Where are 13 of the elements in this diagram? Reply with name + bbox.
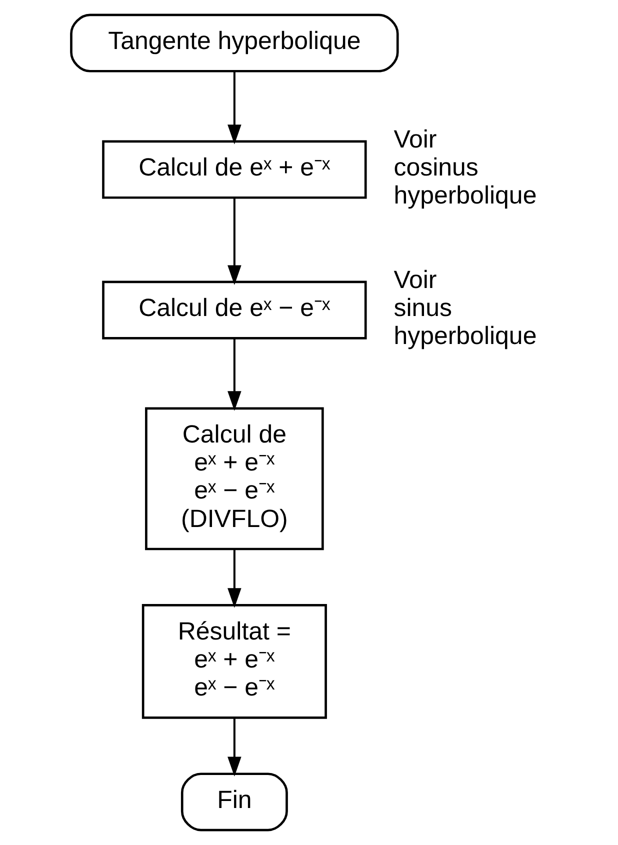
node-label: Voir cosinus hyperbolique — [394, 125, 537, 210]
arrow — [228, 198, 242, 285]
arrow — [228, 71, 242, 144]
node-box: Résultat = eˣ + e⁻ˣ eˣ − e⁻ˣ — [142, 604, 327, 719]
arrow — [228, 338, 242, 411]
node-box: Fin — [180, 772, 288, 832]
node-label: Voir sinus hyperbolique — [394, 266, 537, 350]
node-box: Tangente hyperbolique — [70, 14, 399, 72]
arrow — [228, 718, 242, 776]
node-box: Calcul de eˣ − e⁻ˣ — [102, 280, 367, 340]
node-box: Calcul de eˣ + e⁻ˣ eˣ − e⁻ˣ (DIVFLO) — [145, 407, 324, 550]
arrow — [228, 549, 242, 608]
node-box: Calcul de eˣ + e⁻ˣ — [102, 140, 367, 199]
